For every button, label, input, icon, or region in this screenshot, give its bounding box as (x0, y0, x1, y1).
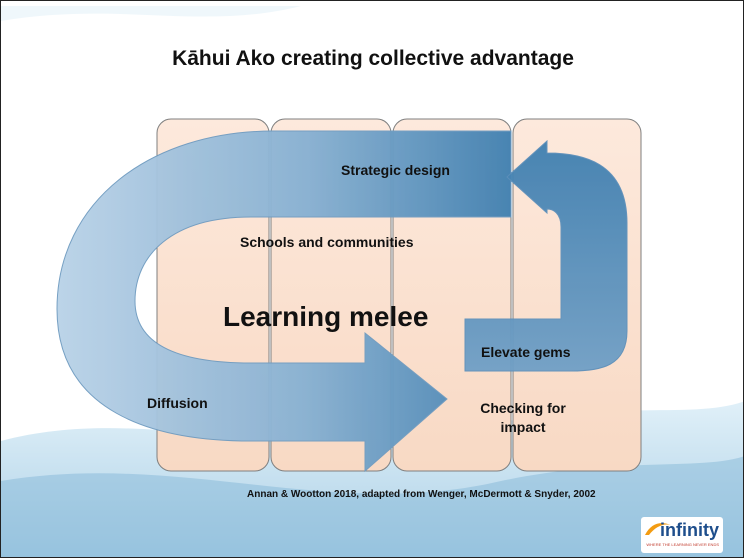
label-learning-melee: Learning melee (223, 301, 429, 332)
infinity-logo: infinity WHERE THE LEARNING NEVER ENDS (641, 517, 723, 553)
cycle-arrow-return (464, 139, 628, 372)
logo-swoosh-icon (645, 523, 671, 535)
logo-wordmark: infinity (660, 520, 719, 540)
label-elevate-gems: Elevate gems (481, 344, 571, 360)
label-strategic-design: Strategic design (341, 162, 450, 178)
label-diffusion: Diffusion (147, 395, 208, 411)
logo-tagline: WHERE THE LEARNING NEVER ENDS (646, 542, 719, 547)
label-schools-and-communities: Schools and communities (240, 234, 414, 250)
slide-title: Kāhui Ako creating collective advantage (172, 47, 574, 70)
cycle-arrow-main (56, 130, 512, 473)
citation: Annan & Wootton 2018, adapted from Wenge… (247, 489, 596, 500)
label-checking-for-impact: Checking for impact (480, 400, 566, 435)
